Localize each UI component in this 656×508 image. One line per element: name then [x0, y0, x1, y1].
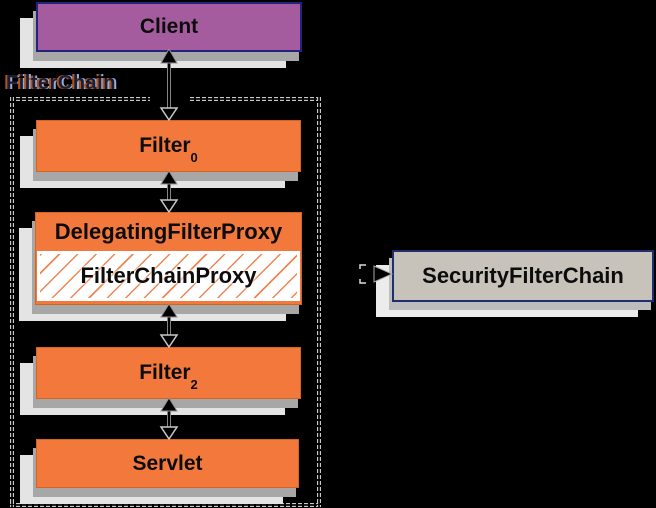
arrow-filter0-dfp [159, 170, 179, 213]
node-filter-chain-proxy: FilterChainProxy [37, 251, 300, 301]
open-arrowhead-icon [159, 107, 179, 121]
filterchain-label: FilterChain [6, 72, 116, 94]
filterchain-boundary-bottom [10, 503, 321, 507]
arrow-filter2-servlet [159, 397, 179, 440]
filled-arrowhead-icon [160, 303, 178, 318]
node-security-filter-chain: SecurityFilterChain [392, 250, 654, 302]
node-servlet: Servlet [36, 439, 299, 488]
node-filter0-label: Filter0 [139, 134, 198, 166]
node-client-label: Client [139, 15, 199, 38]
arrow-client-filter0 [159, 48, 179, 121]
node-filter2-label: Filter2 [139, 361, 198, 393]
open-arrowhead-icon [159, 426, 179, 440]
open-arrowhead-icon [159, 199, 179, 213]
dash-remnant-icon [359, 279, 366, 284]
delegating-filter-proxy-label: DelegatingFilterProxy [54, 219, 283, 244]
arrow-fcp-securityfilterchain [359, 264, 394, 284]
open-arrowhead-icon [159, 334, 179, 348]
arrow-dfp-filter2 [159, 303, 179, 348]
node-filter2: Filter2 [36, 347, 301, 399]
filter2-subscript: 2 [190, 377, 198, 393]
filterchain-boundary-right [317, 97, 321, 507]
node-servlet-label: Servlet [132, 451, 203, 475]
node-delegating-filter-proxy: DelegatingFilterProxy FilterChainProxy [35, 212, 302, 305]
node-client: Client [36, 2, 302, 52]
filled-arrowhead-icon [160, 170, 178, 185]
security-filter-chain-label: SecurityFilterChain [422, 263, 624, 288]
dash-remnant-icon [359, 264, 366, 269]
filter-chain-proxy-label: FilterChainProxy [80, 263, 257, 288]
filled-arrowhead-icon [160, 48, 178, 64]
filled-arrowhead-icon [160, 397, 178, 412]
filter0-subscript: 0 [190, 150, 198, 166]
filterchain-boundary-left [10, 97, 14, 507]
node-filter0: Filter0 [36, 120, 301, 172]
right-arrowhead-icon [373, 265, 394, 283]
